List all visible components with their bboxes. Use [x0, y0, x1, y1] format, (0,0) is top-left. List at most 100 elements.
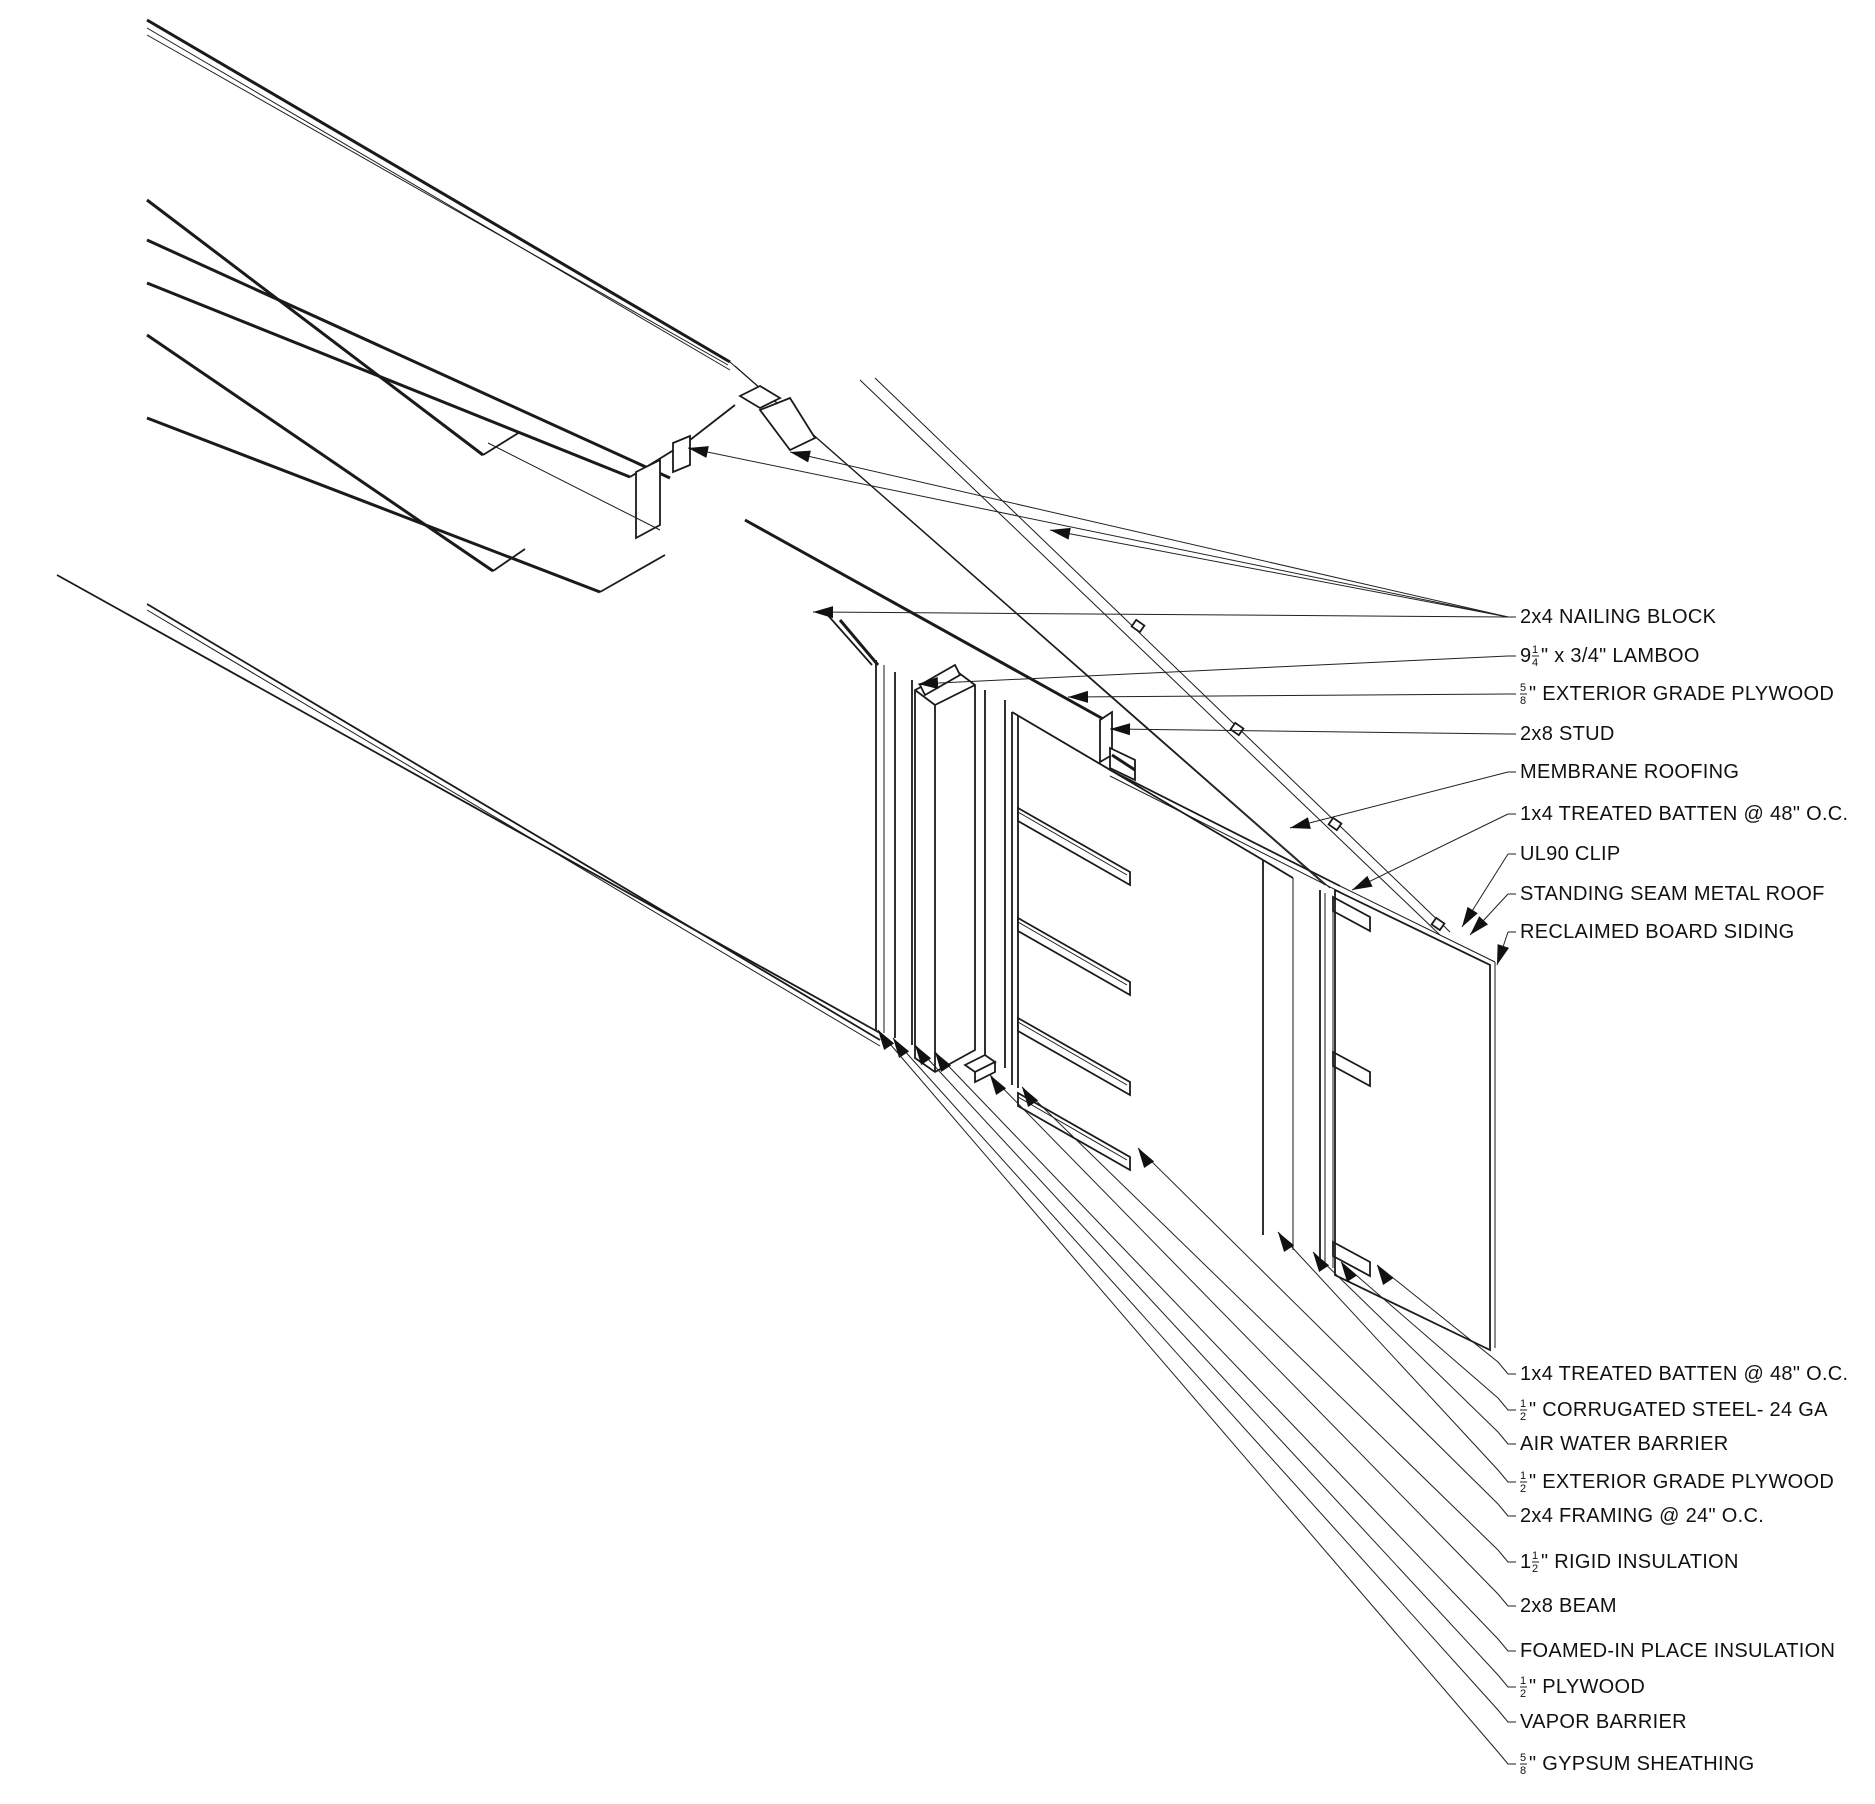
- label-text: AIR WATER BARRIER: [1520, 1433, 1728, 1455]
- leader-line: [812, 611, 1509, 618]
- label-text: 1x4 TREATED BATTEN @ 48" O.C.: [1520, 1363, 1848, 1385]
- label-whole: 1: [1520, 1551, 1531, 1573]
- callout-ext-plywood-5-8: 58" EXTERIOR GRADE PLYWOOD: [1520, 682, 1834, 707]
- leader-arrowhead: [813, 606, 834, 619]
- label-frac-num: 5: [1520, 682, 1526, 694]
- leader-line: [877, 1029, 1516, 1765]
- batten: [1332, 1240, 1371, 1278]
- callouts-bottom: 1x4 TREATED BATTEN @ 48" O.C. 12" CORRUGA…: [1520, 1363, 1848, 1777]
- label-frac-den: 8: [1520, 1765, 1526, 1777]
- leader-arrowhead: [915, 1045, 932, 1065]
- leader-arrowhead: [1278, 1232, 1295, 1252]
- label-whole: 9: [1520, 645, 1531, 667]
- label-frac-num: 1: [1520, 1675, 1526, 1687]
- leader-arrowhead: [688, 446, 709, 458]
- leader-line: [934, 1051, 1516, 1652]
- wall-assembly: [875, 660, 1006, 1084]
- leader-arrowhead: [990, 1075, 1007, 1095]
- leader-line: [1277, 1231, 1516, 1483]
- label-frac-den: 8: [1520, 695, 1526, 707]
- callout-standing-seam: STANDING SEAM METAL ROOF: [1520, 883, 1825, 905]
- leader-arrowhead: [1462, 906, 1478, 927]
- leader-arrowhead: [1022, 1087, 1039, 1107]
- framing-board-edge: [1017, 921, 1128, 986]
- label-text: " RIGID INSULATION: [1541, 1551, 1739, 1573]
- top-stud: [744, 518, 1136, 782]
- label-text: " GYPSUM SHEATHING: [1529, 1753, 1755, 1775]
- callout-nailing-block: 2x4 NAILING BLOCK: [1520, 606, 1716, 628]
- exterior-plywood-panel: [1011, 711, 1264, 1235]
- leader-arrowhead: [935, 1052, 952, 1072]
- batten: [1332, 895, 1371, 933]
- leader-line: [1049, 529, 1509, 618]
- label-text: " PLYWOOD: [1529, 1676, 1645, 1698]
- leader-arrowhead: [1313, 1252, 1330, 1272]
- label-text: MEMBRANE ROOFING: [1520, 761, 1739, 783]
- leader-line: [687, 447, 1509, 618]
- label-text: STANDING SEAM METAL ROOF: [1520, 883, 1825, 905]
- framing-board: [1017, 1091, 1131, 1172]
- framing-2x4: [1017, 806, 1131, 1172]
- leader-line: [892, 1037, 1516, 1723]
- callout-foamed-insulation: FOAMED-IN PLACE INSULATION: [1520, 1640, 1835, 1662]
- label-text: " EXTERIOR GRADE PLYWOOD: [1529, 683, 1834, 705]
- framing-board-edge: [1017, 1021, 1128, 1086]
- label-frac-den: 2: [1520, 1688, 1526, 1700]
- label-frac-num: 1: [1532, 644, 1538, 656]
- callout-membrane-roofing: MEMBRANE ROOFING: [1520, 761, 1739, 783]
- leader-line: [917, 655, 1509, 685]
- leader-arrowhead: [1050, 527, 1071, 540]
- callout-leaders: [687, 446, 1516, 1765]
- leader-arrowhead: [790, 450, 811, 463]
- label-text: VAPOR BARRIER: [1520, 1711, 1687, 1733]
- label-text: 2x4 FRAMING @ 24" O.C.: [1520, 1505, 1764, 1527]
- roof-layers: [146, 198, 736, 594]
- label-text: 2x8 BEAM: [1520, 1595, 1617, 1617]
- leader-arrowhead: [878, 1030, 895, 1050]
- leader-line: [1351, 813, 1509, 891]
- label-text: UL90 CLIP: [1520, 843, 1621, 865]
- framing-board: [1017, 1016, 1131, 1097]
- leader-line: [1289, 771, 1509, 829]
- callout-ext-plywood-1-2: 12 " EXTERIOR GRADE PLYWOOD: [1520, 1470, 1834, 1495]
- leader-arrowhead: [1377, 1265, 1394, 1285]
- leader-line: [1312, 1251, 1516, 1445]
- label-frac-num: 1: [1520, 1398, 1526, 1410]
- label-text: " x 3/4" LAMBOO: [1541, 645, 1700, 667]
- label-text: 1x4 TREATED BATTEN @ 48" O.C.: [1520, 803, 1848, 825]
- callout-beam-2x8: 2x8 BEAM: [1520, 1595, 1617, 1617]
- leader-line: [1137, 1147, 1516, 1517]
- framing-board: [1017, 916, 1131, 997]
- callout-corrugated-steel: 12" CORRUGATED STEEL- 24 GA: [1520, 1398, 1828, 1423]
- leader-line: [1340, 1261, 1516, 1411]
- treated-battens: [1332, 895, 1371, 1278]
- label-frac-den: 2: [1520, 1483, 1526, 1495]
- label-frac-num: 1: [1532, 1550, 1538, 1562]
- leader-arrowhead: [1470, 916, 1488, 935]
- leader-arrowhead: [1290, 817, 1311, 829]
- leader-line: [989, 1074, 1516, 1607]
- callout-reclaimed-siding: RECLAIMED BOARD SIDING: [1520, 921, 1794, 943]
- nailing-blocks: [487, 384, 817, 540]
- leader-line: [1376, 1264, 1516, 1375]
- label-text: 2x8 STUD: [1520, 723, 1615, 745]
- corrugated-steel-layer: [1262, 859, 1334, 1268]
- label-text: FOAMED-IN PLACE INSULATION: [1520, 1640, 1835, 1662]
- leader-arrowhead: [1352, 875, 1373, 890]
- framing-board: [1017, 806, 1131, 887]
- leader-arrowhead: [1341, 1262, 1358, 1282]
- callout-air-water-barrier: AIR WATER BARRIER: [1520, 1433, 1728, 1455]
- callout-ul90-clip: UL90 CLIP: [1520, 843, 1621, 865]
- label-text: RECLAIMED BOARD SIDING: [1520, 921, 1794, 943]
- leader-line: [1109, 728, 1509, 735]
- label-frac-den: 2: [1532, 1563, 1538, 1575]
- leader-line: [789, 451, 1509, 618]
- framing-board-edge: [1017, 811, 1128, 876]
- batten: [1332, 1050, 1371, 1088]
- leader-arrowhead: [1068, 690, 1089, 703]
- leader-line: [914, 1044, 1516, 1688]
- framing-board-edge: [1017, 1096, 1128, 1161]
